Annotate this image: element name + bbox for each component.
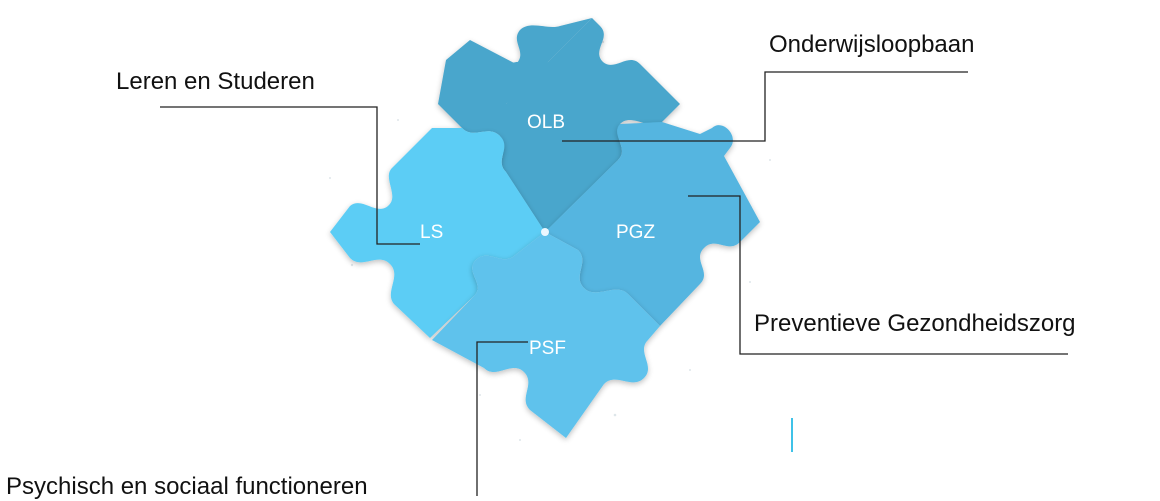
leader-line-pgz — [688, 195, 1068, 355]
puzzle-piece-ls — [330, 128, 545, 338]
piece-label-pgz: PGZ — [616, 222, 655, 243]
piece-label-psf: PSF — [529, 338, 566, 359]
leader-line-ls — [160, 106, 420, 245]
center-dot — [541, 228, 549, 236]
puzzle-piece-psf — [432, 232, 660, 438]
callout-onderwijsloopbaan: Onderwijsloopbaan — [769, 31, 974, 58]
piece-shape-ls — [330, 128, 545, 338]
piece-label-olb: OLB — [527, 112, 565, 133]
callout-psychisch-en-sociaal-functioneren: Psychisch en sociaal functioneren — [6, 473, 368, 500]
leader-line-psf — [476, 341, 528, 496]
puzzle-piece-olb — [438, 18, 680, 232]
piece-shape-pgz — [545, 122, 760, 326]
callout-leren-en-studeren: Leren en Studeren — [116, 68, 315, 95]
piece-shape-psf — [432, 232, 660, 438]
piece-label-ls: LS — [420, 222, 443, 243]
leader-line-olb — [562, 71, 968, 142]
puzzle-piece-pgz — [545, 122, 760, 326]
callout-preventieve-gezondheidszorg: Preventieve Gezondheidszorg — [754, 310, 1076, 337]
speckle-background — [329, 40, 771, 441]
